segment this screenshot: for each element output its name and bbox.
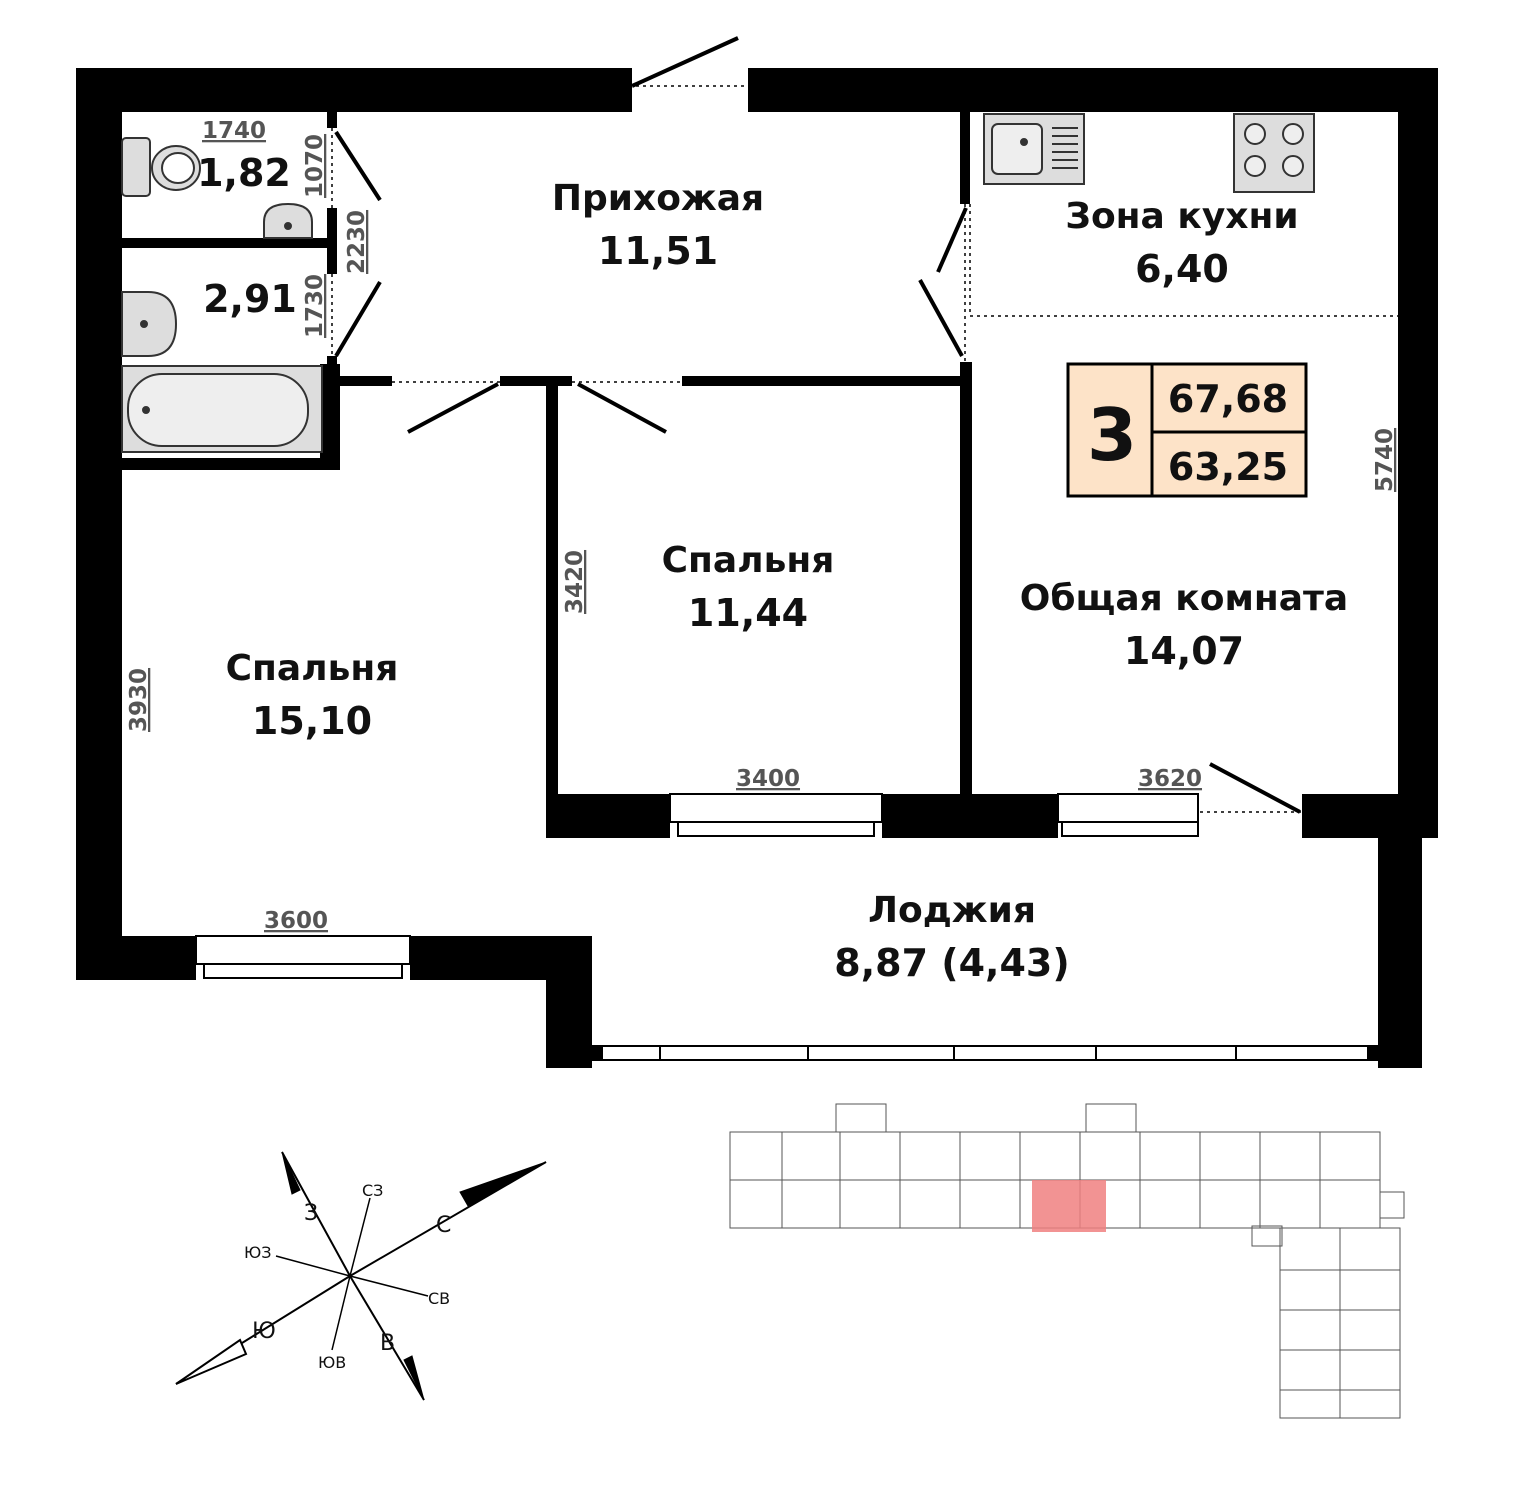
dim-2230: 2230	[344, 210, 370, 274]
dimensions: 1740 1070 2230 1730 3420 3930 3400 3620 …	[126, 118, 1398, 934]
loggia-area: 8,87 (4,43)	[834, 941, 1069, 985]
compass-s: Ю	[252, 1319, 276, 1344]
living-name: Общая комната	[1020, 578, 1348, 619]
bedroom-large-area: 15,10	[252, 699, 372, 743]
kitchen-name: Зона кухни	[1065, 196, 1298, 237]
loggia-name: Лоджия	[868, 890, 1036, 931]
rooms-count: 3	[1087, 393, 1137, 477]
compass-sw: ЮЗ	[244, 1243, 272, 1262]
dim-5740: 5740	[1372, 428, 1398, 492]
toilet-icon	[121, 137, 201, 197]
bathtub-icon	[121, 365, 323, 453]
walls	[76, 68, 1438, 1068]
compass-se: ЮВ	[318, 1353, 346, 1372]
bedroom-small-area: 11,44	[688, 591, 808, 635]
living-area-total: 63,25	[1168, 445, 1288, 489]
compass	[175, 1151, 547, 1401]
wc-area: 1,82	[197, 151, 291, 195]
stove-icon	[1233, 113, 1315, 193]
building-key-plan	[729, 1103, 1405, 1419]
north-arrow-icon	[459, 1161, 547, 1207]
dim-3620: 3620	[1138, 766, 1202, 792]
dim-1070: 1070	[302, 134, 328, 198]
dim-1740: 1740	[202, 118, 266, 144]
living-area: 14,07	[1124, 629, 1244, 673]
compass-n: С	[436, 1213, 451, 1238]
kitchen-sink-icon	[983, 113, 1085, 185]
hall-name: Прихожая	[552, 178, 764, 219]
bedroom-large-name: Спальня	[226, 648, 399, 689]
dim-3600: 3600	[264, 908, 328, 934]
dim-1730: 1730	[302, 274, 328, 338]
south-arrow-icon	[175, 1338, 248, 1385]
total-area: 67,68	[1168, 377, 1288, 421]
dim-3420: 3420	[562, 550, 588, 614]
compass-ne: СВ	[428, 1289, 450, 1308]
washbasin-icon	[121, 291, 178, 357]
sink-icon	[263, 202, 313, 239]
bath-area: 2,91	[203, 277, 297, 321]
hall-area: 11,51	[598, 229, 718, 273]
bedroom-small-name: Спальня	[662, 540, 835, 581]
compass-w: З	[304, 1201, 318, 1226]
room-labels: 1,82 2,91 Прихожая 11,51 Зона кухни 6,40…	[197, 151, 1348, 985]
apartment-badge: 3 67,68 63,25	[1066, 362, 1308, 498]
compass-nw: СЗ	[362, 1181, 383, 1200]
doors	[334, 36, 1301, 814]
loggia-glazing	[591, 1045, 1379, 1061]
dim-3400: 3400	[736, 766, 800, 792]
compass-e: В	[380, 1331, 395, 1356]
kitchen-area: 6,40	[1135, 247, 1229, 291]
compass-labels: С Ю З В СЗ СВ ЮЗ ЮВ	[244, 1181, 451, 1372]
door-openings	[331, 85, 1398, 813]
dim-3930: 3930	[126, 668, 152, 732]
apartment-location-highlight	[1032, 1180, 1106, 1232]
